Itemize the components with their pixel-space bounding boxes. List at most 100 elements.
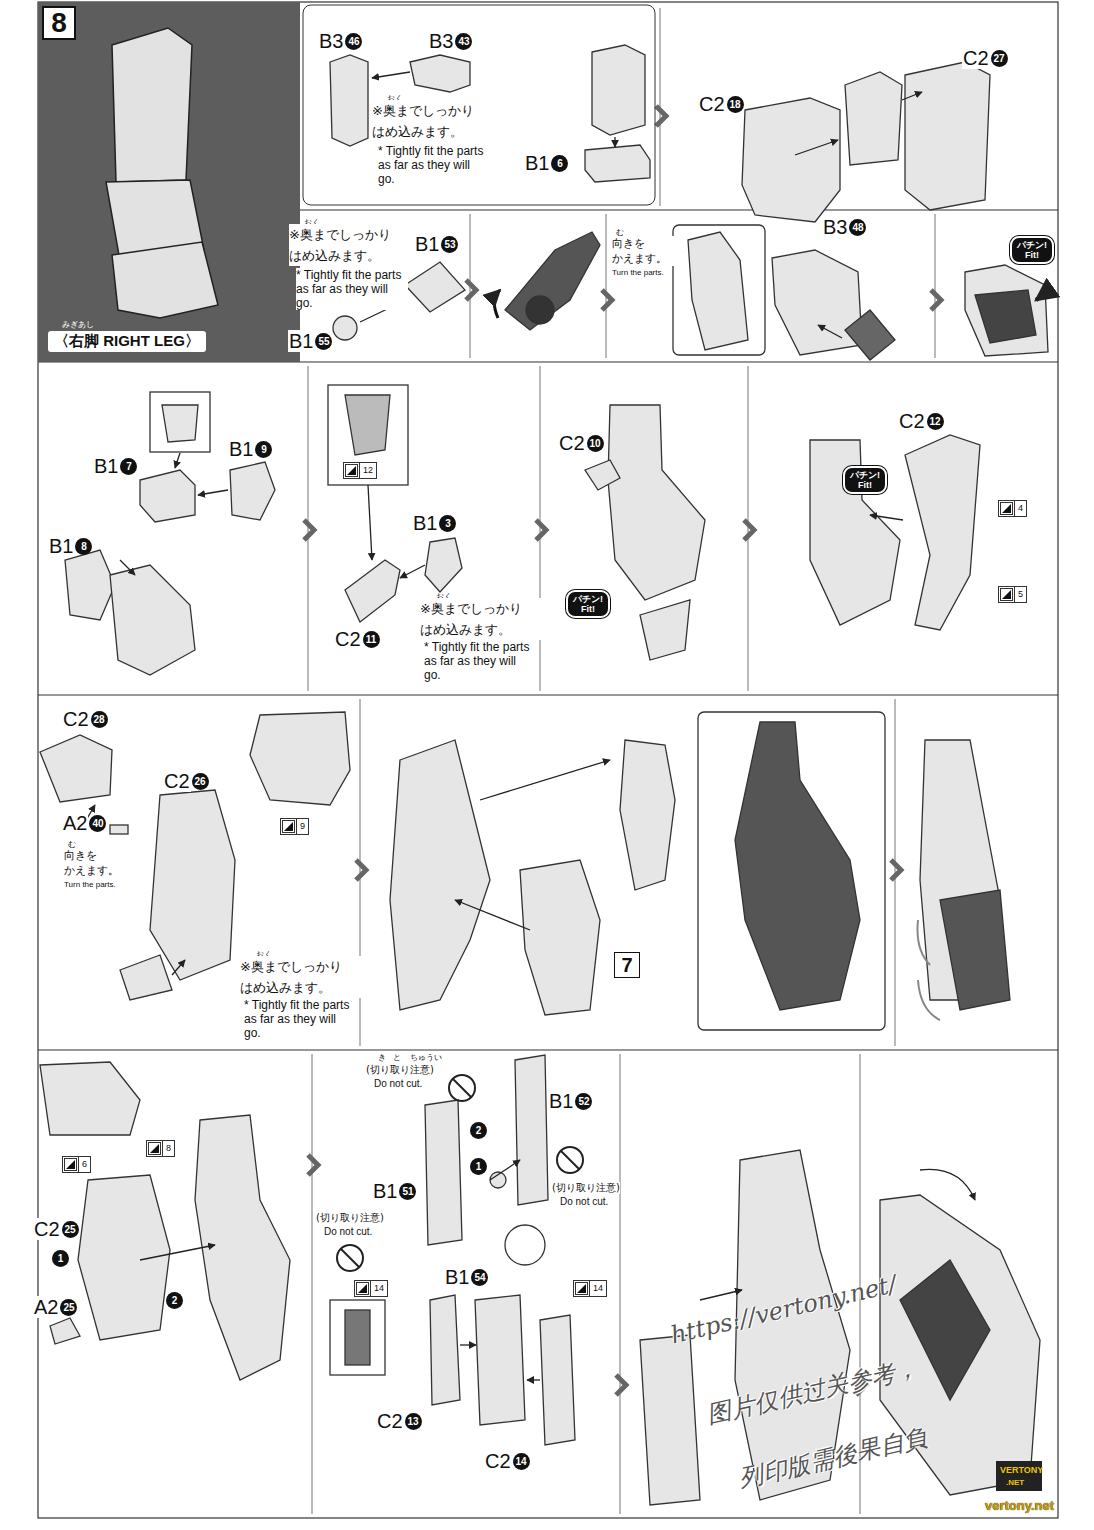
sticker-icon-fill (347, 466, 356, 475)
leader-line (198, 490, 228, 495)
part-outline (620, 740, 675, 890)
fit-text: パチン! (850, 470, 880, 480)
header-panel (38, 2, 300, 362)
fit-text: Fit! (850, 480, 880, 490)
part-number: 12 (927, 413, 944, 430)
part-number: 18 (727, 96, 744, 113)
part-outline (449, 1075, 475, 1101)
part-outline (390, 740, 490, 1010)
part-outline (975, 290, 1036, 343)
part-outline (425, 538, 462, 592)
leader-line (795, 140, 838, 155)
do-not-cut-note: (切り取り注意) (366, 1064, 434, 1076)
sticker-number: 8 (162, 1141, 174, 1156)
push-arrow (1036, 290, 1050, 300)
part-code: B1 (93, 455, 119, 477)
part-number: 25 (62, 1221, 79, 1238)
leader-line (38, 694, 1058, 695)
part-code: B3 (822, 216, 848, 238)
part-outline (520, 860, 600, 1015)
part-code: A2 (33, 1296, 59, 1318)
sub-step-box (303, 5, 655, 205)
step-number-text: 7 (621, 954, 632, 977)
leader-line (175, 453, 180, 468)
step-number-text: 8 (51, 7, 67, 39)
part-code: C2 (698, 93, 726, 115)
sticker-icon-frame (576, 1283, 588, 1295)
part-number: 48 (849, 219, 866, 236)
part-outline (425, 1100, 462, 1245)
step-number: 8 (42, 6, 76, 40)
assembly-arrows (85, 72, 975, 1380)
fit-text: パチン! (1017, 240, 1047, 250)
part-outline (162, 405, 198, 442)
part-code: B1 (524, 152, 550, 174)
part-outline (515, 1055, 548, 1205)
leader-line (540, 366, 541, 691)
part-outline (110, 825, 128, 834)
sticker-callout: 9 (280, 818, 309, 835)
sticker-icon (281, 819, 296, 834)
part-outline (905, 435, 980, 630)
part-outline (195, 1115, 290, 1380)
fit-burst: パチン!Fit! (566, 590, 610, 618)
do-not-cut-note-en: Do not cut. (324, 1226, 372, 1238)
frame (38, 2, 1058, 1518)
sticker-number: 9 (296, 819, 308, 834)
turn-note-en: Turn the parts. (64, 880, 116, 889)
part-code: B1 (48, 535, 74, 557)
sticker-icon-fill (358, 1284, 367, 1293)
sticker-icon-fill (1002, 590, 1011, 599)
fit-text: Fit! (1017, 250, 1047, 260)
sticker-callout: 4 (998, 500, 1027, 517)
turn-note: 向きを かえます。 (612, 236, 674, 266)
part-outline (640, 1335, 700, 1505)
leader-line (372, 72, 410, 78)
fit-text: Fit! (573, 604, 603, 614)
furigana: みぎあし (62, 320, 94, 329)
part-number: 52 (575, 1093, 592, 1110)
part-number: 43 (455, 33, 472, 50)
part-outline (140, 470, 195, 522)
sticker-icon (574, 1281, 589, 1296)
sticker-number: 14 (370, 1281, 387, 1296)
part-outline (250, 712, 350, 805)
part-outline (120, 955, 172, 1000)
leader-line (120, 560, 135, 575)
assembly-note: ※奥までしっかり はめ込みます。 (372, 100, 500, 142)
part-outline (38, 2, 1058, 1518)
part-outline (526, 296, 554, 324)
part-outline (328, 385, 408, 485)
fit-text: パチン! (573, 594, 603, 604)
turn-note-en: Turn the parts. (612, 268, 664, 277)
part-number: 26 (192, 773, 209, 790)
part-number: 6 (551, 155, 568, 172)
part-outline (540, 1315, 575, 1445)
part-outline (50, 1318, 80, 1344)
sticker-icon-fill (577, 1284, 586, 1293)
part-number: 25 (60, 1299, 77, 1316)
furigana: ちゅうい (410, 1053, 442, 1062)
assembly-note: ※奥までしっかり はめ込みます。 (240, 956, 368, 998)
part-outline (345, 395, 390, 455)
sticker-callout: 6 (62, 1156, 91, 1173)
part-number: 27 (991, 50, 1008, 67)
part-outline (585, 145, 650, 182)
sticker-icon-frame (1001, 503, 1013, 515)
sticker-icon (999, 587, 1014, 602)
do-not-cut-note-en: Do not cut. (374, 1078, 422, 1090)
part-code: B1 (288, 330, 314, 352)
leader-line (527, 1379, 540, 1380)
part-outline (742, 98, 840, 222)
logo-text: .NET (1006, 1478, 1024, 1487)
assembly-note-en: * Tightly fit the parts as far as they w… (244, 998, 356, 1040)
sticker-icon-frame (346, 465, 358, 477)
sticker-icon (999, 501, 1014, 516)
sticker-number: 6 (78, 1157, 90, 1172)
part-outline (810, 440, 900, 625)
furigana: き (378, 1053, 386, 1062)
part-outline (150, 790, 235, 980)
do-not-cut-note: (切り取り注意) (316, 1212, 384, 1224)
